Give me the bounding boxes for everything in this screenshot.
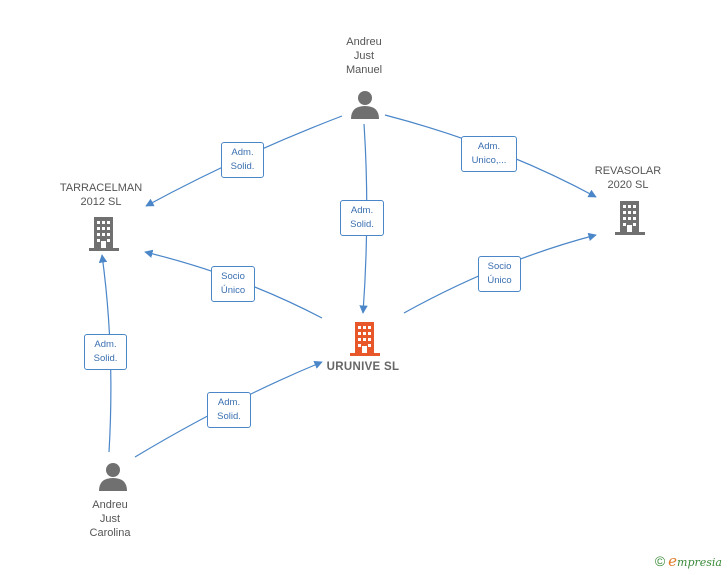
edge-label-urunive-tarracelman: Socio Único xyxy=(211,266,255,302)
edge-label-manuel-urunive: Adm. Solid. xyxy=(340,200,384,236)
node-label-tarracelman[interactable]: TARRACELMAN 2012 SL xyxy=(59,182,143,208)
edge-label-carolina-urunive: Adm. Solid. xyxy=(207,392,251,428)
brand-name: mpresia xyxy=(677,556,722,569)
node-label-andreu-just-carolina[interactable]: Andreu Just Carolina xyxy=(89,499,131,539)
edge-label-urunive-revasolar: Socio Único xyxy=(478,256,521,292)
node-label-urunive[interactable]: URUNIVE SL xyxy=(326,361,400,373)
building-icon[interactable] xyxy=(89,217,119,251)
copyright-icon: © xyxy=(654,553,666,569)
brand-logo: empresia xyxy=(668,552,722,570)
building-icon[interactable] xyxy=(615,201,645,235)
brand-initial: e xyxy=(668,552,678,570)
person-icon[interactable] xyxy=(99,463,127,491)
person-icon[interactable] xyxy=(351,91,379,119)
building-icon[interactable] xyxy=(350,322,380,356)
node-label-andreu-just-manuel[interactable]: Andreu Just Manuel xyxy=(345,36,383,76)
copyright-mark: ©empresia xyxy=(655,552,722,570)
edge-label-carolina-tarracelman: Adm. Solid. xyxy=(84,334,127,370)
edge-label-manuel-revasolar: Adm. Unico,... xyxy=(461,136,517,172)
node-label-revasolar[interactable]: REVASOLAR 2020 SL xyxy=(594,165,662,191)
edge-label-manuel-tarracelman: Adm. Solid. xyxy=(221,142,264,178)
